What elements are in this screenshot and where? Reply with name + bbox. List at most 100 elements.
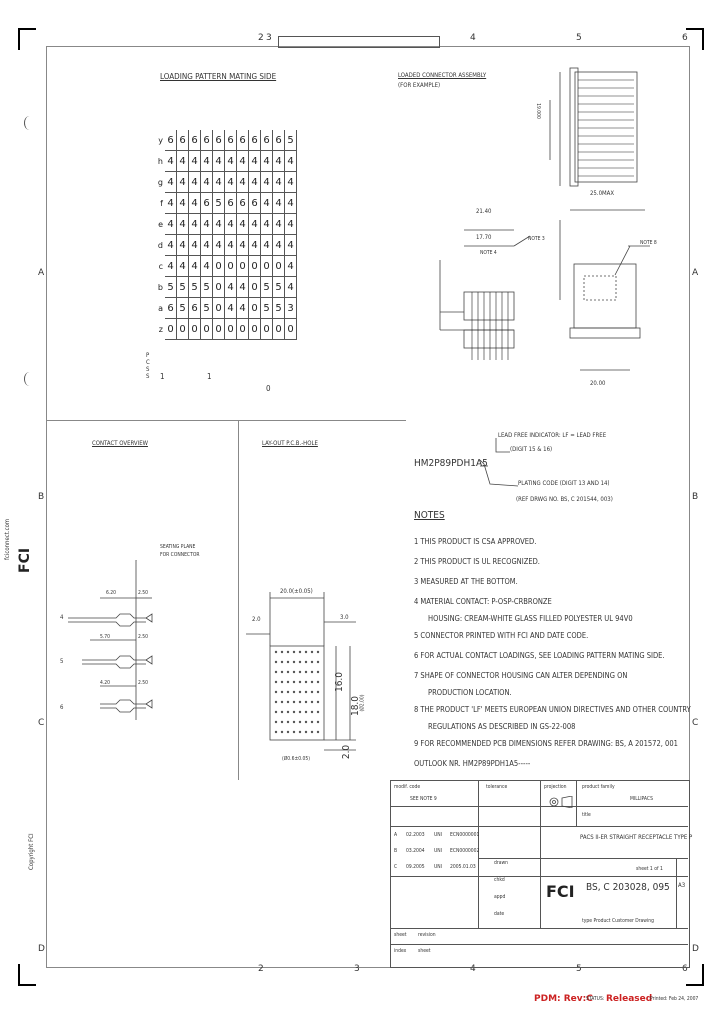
pattern-row-label: f bbox=[160, 198, 163, 208]
loading-pattern-title: LOADING PATTERN MATING SIDE bbox=[160, 72, 277, 81]
tb-line bbox=[676, 858, 677, 928]
pattern-cell: 6 bbox=[248, 192, 261, 214]
dim-3-0: 3.0 bbox=[340, 614, 349, 621]
pattern-cell: 0 bbox=[212, 276, 225, 298]
contact-label-6: 6 bbox=[60, 704, 64, 711]
pattern-cell: 4 bbox=[212, 171, 225, 193]
pattern-cell: 4 bbox=[236, 234, 249, 256]
pattern-cell: 4 bbox=[248, 171, 261, 193]
pattern-cell: 0 bbox=[248, 297, 261, 319]
revision-by: UNI bbox=[434, 864, 442, 870]
pattern-cell: 5 bbox=[272, 276, 285, 298]
pattern-cell: 6 bbox=[224, 130, 237, 151]
pattern-cell: 4 bbox=[212, 150, 225, 172]
side-curve-marker bbox=[24, 372, 35, 386]
pattern-row-label: b bbox=[157, 282, 163, 292]
pattern-cell: 4 bbox=[272, 192, 285, 214]
pattern-cell: 4 bbox=[200, 150, 213, 172]
pattern-cell: 4 bbox=[236, 276, 249, 298]
part-number-code: HM2P89PDH1A5 bbox=[414, 458, 488, 469]
dim-phi-2: (Ø2.00) bbox=[359, 694, 366, 712]
revision-desc: ECN0000001 bbox=[450, 832, 480, 838]
pattern-cell: 4 bbox=[284, 276, 297, 298]
zone-top-4: 4 bbox=[470, 33, 476, 43]
pattern-cell: 0 bbox=[212, 255, 225, 277]
pattern-cell: 4 bbox=[224, 234, 237, 256]
status-label: STATUS: bbox=[586, 996, 605, 1002]
zone-top-5: 5 bbox=[576, 33, 582, 43]
pattern-cell: 4 bbox=[284, 234, 297, 256]
status-value: Released bbox=[606, 994, 653, 1004]
pattern-row-label: a bbox=[158, 303, 163, 313]
pattern-cell: 5 bbox=[188, 276, 201, 298]
pattern-cell: 6 bbox=[236, 130, 249, 151]
note-item: OUTLOOK NR. HM2P89PDH1A5----- bbox=[414, 759, 531, 768]
zone-bottom-6: 6 bbox=[682, 964, 688, 974]
pattern-cell: 4 bbox=[260, 192, 273, 214]
pattern-cell: 4 bbox=[176, 255, 189, 277]
pattern-cell: 4 bbox=[165, 213, 177, 235]
pattern-cell: 4 bbox=[188, 150, 201, 172]
pattern-row-label: g bbox=[157, 177, 163, 187]
note-item: REGULATIONS AS DESCRIBED IN GS-22-008 bbox=[428, 722, 576, 731]
pattern-cell: 4 bbox=[200, 234, 213, 256]
part-number-leaders bbox=[479, 438, 519, 487]
pattern-cell: 4 bbox=[260, 171, 273, 193]
zone-bottom-4: 4 bbox=[470, 964, 476, 974]
pattern-cell: 6 bbox=[260, 130, 273, 151]
loaded-connector-title: LOADED CONNECTOR ASSEMBLY bbox=[398, 72, 487, 79]
pattern-cell: 5 bbox=[200, 297, 213, 319]
zone-left-C: C bbox=[38, 718, 45, 728]
contact-label-5: 5 bbox=[60, 658, 64, 665]
pattern-cell: 3 bbox=[284, 297, 297, 319]
revision-rev: C bbox=[394, 864, 398, 870]
pattern-cell: 4 bbox=[236, 150, 249, 172]
tb-label-sheet-2: sheet bbox=[418, 948, 431, 954]
pattern-cell: 4 bbox=[260, 234, 273, 256]
column-marker: 1 bbox=[207, 372, 212, 381]
side-label-s: S bbox=[146, 366, 150, 373]
pattern-row-label: z bbox=[158, 324, 163, 334]
note-item: 1 THIS PRODUCT IS CSA APPROVED. bbox=[414, 537, 537, 546]
note-item: 7 SHAPE OF CONNECTOR HOUSING CAN ALTER D… bbox=[414, 671, 628, 680]
sign-row-label: appd bbox=[494, 894, 506, 900]
zone-left-D: D bbox=[38, 944, 45, 954]
pattern-cell: 0 bbox=[260, 318, 273, 340]
pattern-cell: 6 bbox=[165, 297, 177, 319]
layout-pcb-title: LAY-OUT P.C.B.-HOLE bbox=[262, 440, 318, 447]
revision-date: 02.2003 bbox=[406, 832, 425, 838]
pattern-cell: 5 bbox=[176, 276, 189, 298]
pattern-cell: 4 bbox=[188, 255, 201, 277]
pattern-cell: 0 bbox=[165, 318, 177, 340]
pattern-cell: 6 bbox=[176, 130, 189, 151]
pattern-cell: 4 bbox=[224, 276, 237, 298]
pattern-cell: 4 bbox=[212, 213, 225, 235]
tb-label-index: index bbox=[394, 948, 407, 954]
tb-line bbox=[390, 826, 688, 827]
column-marker: 1 bbox=[160, 372, 165, 381]
pattern-cell: 4 bbox=[272, 234, 285, 256]
side-curve-marker bbox=[24, 116, 35, 130]
tb-doc-number: BS, C 203028, 095 bbox=[586, 882, 670, 893]
note-item: HOUSING: CREAM-WHITE GLASS FILLED POLYES… bbox=[428, 614, 633, 623]
pattern-cell: 5 bbox=[176, 297, 189, 319]
pattern-cell: 4 bbox=[165, 192, 177, 214]
dim-1770: 17.70 bbox=[476, 234, 492, 241]
tb-line bbox=[576, 780, 577, 826]
zone-right-C: C bbox=[692, 718, 699, 728]
tb-line bbox=[390, 928, 688, 929]
corner-mark-bottom-left bbox=[18, 964, 36, 986]
pattern-cell: 0 bbox=[248, 276, 261, 298]
dim-phi-0-6: (Ø0.6±0.05) bbox=[282, 756, 310, 762]
note-item: 5 CONNECTOR PRINTED WITH FCI AND DATE CO… bbox=[414, 631, 589, 640]
corner-mark-top-left bbox=[18, 28, 36, 50]
zone-left-A: A bbox=[38, 268, 45, 278]
pattern-cell: 4 bbox=[165, 171, 177, 193]
pattern-cell: 4 bbox=[236, 297, 249, 319]
